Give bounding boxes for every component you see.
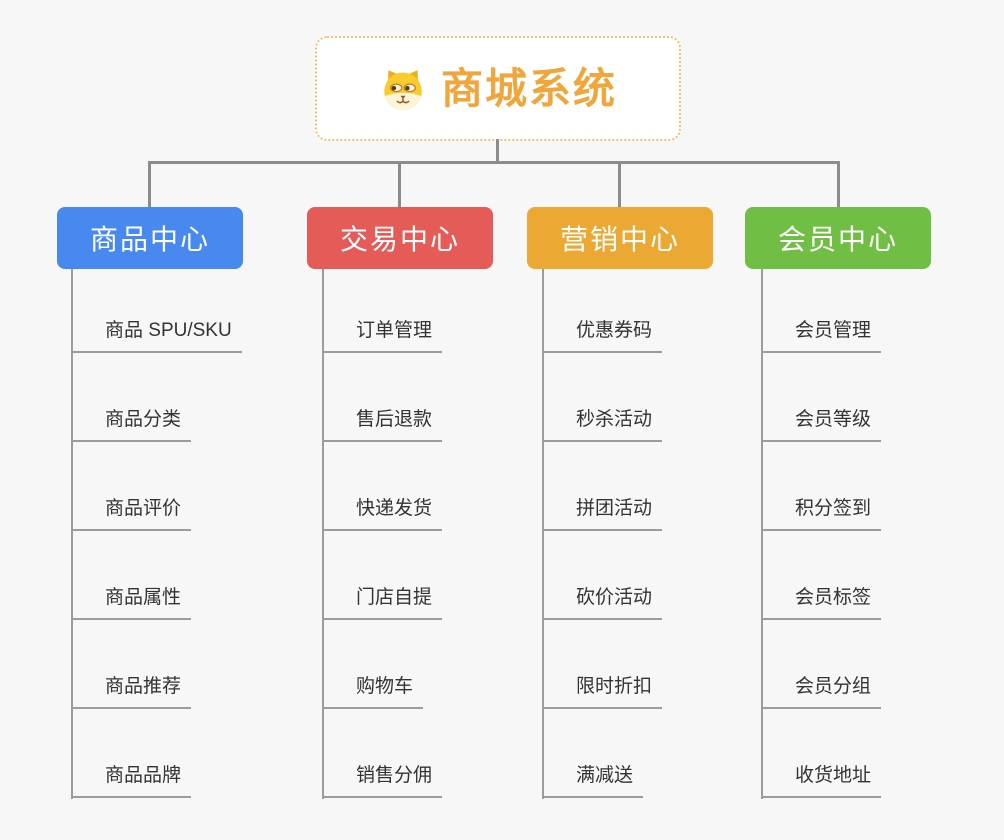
item-slot: 会员标签 [763,531,882,620]
item-slot: 会员管理 [763,269,882,353]
branch-label: 交易中心 [339,224,460,255]
item-slot: 限时折扣 [544,620,663,709]
list-item[interactable]: 会员等级 [763,409,882,442]
branch-node-trade-center[interactable]: 交易中心 [307,207,493,269]
item-label: 商品品牌 [105,765,182,787]
item-slot: 销售分佣 [324,709,443,798]
item-label: 限时折扣 [576,676,653,698]
item-slot: 售后退款 [324,353,443,442]
list-item[interactable]: 优惠券码 [544,320,663,353]
connector-horizontal-rail [148,161,840,164]
item-slot: 满减送 [544,709,662,798]
branch-items-column-trade: 订单管理 售后退款 快递发货 门店自提 购物车 销售分佣 [322,269,443,799]
item-label: 商品分类 [105,409,182,431]
list-item[interactable]: 收货地址 [763,765,882,798]
root-node[interactable]: 商城系统 [315,36,681,141]
list-item[interactable]: 门店自提 [324,587,443,620]
list-item[interactable]: 售后退款 [324,409,443,442]
item-slot: 商品 SPU/SKU [73,269,242,353]
item-slot: 优惠券码 [544,269,663,353]
branch-node-product-center[interactable]: 商品中心 [57,207,243,269]
item-slot: 订单管理 [324,269,443,353]
list-item[interactable]: 商品推荐 [73,676,192,709]
item-label: 订单管理 [356,320,433,342]
branch-items-column-marketing: 优惠券码 秒杀活动 拼团活动 砍价活动 限时折扣 满减送 [542,269,663,799]
branch-label: 营销中心 [559,224,680,255]
branch-label: 商品中心 [89,224,210,255]
connector-drop-member [837,161,840,208]
list-item[interactable]: 商品评价 [73,498,192,531]
list-item[interactable]: 商品分类 [73,409,192,442]
item-label: 商品属性 [105,587,182,609]
list-item[interactable]: 限时折扣 [544,676,663,709]
connector-drop-product [148,161,151,208]
item-label: 积分签到 [795,498,872,520]
item-slot: 门店自提 [324,531,443,620]
item-label: 会员管理 [795,320,872,342]
connector-drop-trade [398,161,401,208]
item-label: 门店自提 [356,587,433,609]
item-label: 商品 SPU/SKU [105,320,232,342]
item-label: 售后退款 [356,409,433,431]
connector-drop-marketing [618,161,621,208]
list-item[interactable]: 会员管理 [763,320,882,353]
branch-items-column-member: 会员管理 会员等级 积分签到 会员标签 会员分组 收货地址 [761,269,882,799]
item-slot: 快递发货 [324,442,443,531]
item-label: 销售分佣 [356,765,433,787]
item-label: 商品推荐 [105,676,182,698]
item-slot: 商品属性 [73,531,242,620]
list-item[interactable]: 会员标签 [763,587,882,620]
item-slot: 商品分类 [73,353,242,442]
item-slot: 会员分组 [763,620,882,709]
item-label: 优惠券码 [576,320,653,342]
item-slot: 商品评价 [73,442,242,531]
item-slot: 砍价活动 [544,531,663,620]
item-slot: 商品品牌 [73,709,242,798]
list-item[interactable]: 秒杀活动 [544,409,663,442]
connector-root-stem [496,139,499,163]
item-label: 砍价活动 [576,587,653,609]
list-item[interactable]: 订单管理 [324,320,443,353]
item-label: 购物车 [356,676,414,698]
list-item[interactable]: 满减送 [544,765,644,798]
item-slot: 商品推荐 [73,620,242,709]
item-label: 快递发货 [356,498,433,520]
list-item[interactable]: 积分签到 [763,498,882,531]
branch-node-member-center[interactable]: 会员中心 [745,207,931,269]
root-title: 商城系统 [440,64,617,112]
item-label: 会员分组 [795,676,872,698]
list-item[interactable]: 商品品牌 [73,765,192,798]
item-label: 会员标签 [795,587,872,609]
item-slot: 会员等级 [763,353,882,442]
item-label: 会员等级 [795,409,872,431]
branch-items-column-product: 商品 SPU/SKU 商品分类 商品评价 商品属性 商品推荐 商品品牌 [71,269,242,799]
item-slot: 秒杀活动 [544,353,663,442]
list-item[interactable]: 会员分组 [763,676,882,709]
item-label: 商品评价 [105,498,182,520]
item-slot: 购物车 [324,620,442,709]
item-label: 拼团活动 [576,498,653,520]
branch-label: 会员中心 [777,224,898,255]
item-slot: 拼团活动 [544,442,663,531]
item-label: 收货地址 [795,765,872,787]
list-item[interactable]: 商品 SPU/SKU [73,320,242,353]
list-item[interactable]: 拼团活动 [544,498,663,531]
list-item[interactable]: 快递发货 [324,498,443,531]
list-item[interactable]: 销售分佣 [324,765,443,798]
item-label: 秒杀活动 [576,409,653,431]
item-slot: 收货地址 [763,709,882,798]
item-label: 满减送 [576,765,634,787]
list-item[interactable]: 砍价活动 [544,587,663,620]
list-item[interactable]: 购物车 [324,676,424,709]
list-item[interactable]: 商品属性 [73,587,192,620]
item-slot: 积分签到 [763,442,882,531]
dog-face-icon [384,69,422,110]
branch-node-marketing-center[interactable]: 营销中心 [527,207,713,269]
